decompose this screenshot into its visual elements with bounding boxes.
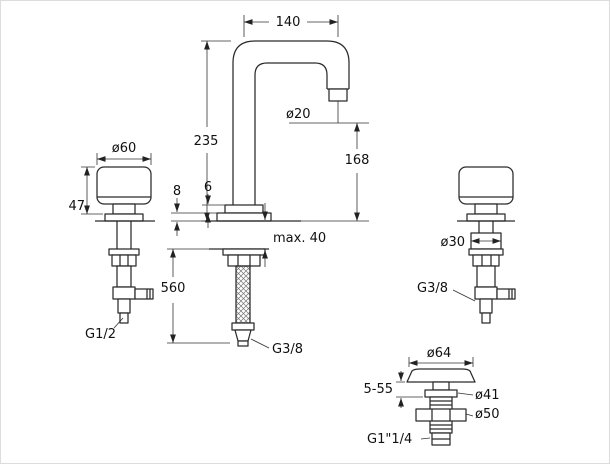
right-thread-label: G3/8	[417, 281, 448, 296]
right-valve-outlet-ridges	[508, 289, 513, 299]
hose-fitting-nut	[234, 329, 252, 342]
spout-collar	[224, 204, 264, 214]
drain-flange	[424, 389, 458, 398]
left-thread-leader	[113, 317, 124, 329]
right-thread-leader	[452, 289, 476, 302]
right-valve-flange	[466, 213, 506, 222]
right-valve-locknut-facets	[481, 255, 492, 266]
left-handle-diameter-label: ø60	[112, 141, 137, 156]
left-valve-shank	[116, 221, 132, 249]
collar-height-label: 6	[204, 180, 212, 195]
right-valve-drawing	[457, 166, 516, 324]
drain-range-label: 5-55	[363, 382, 393, 397]
hose-length-label: 560	[161, 281, 186, 296]
spout-aerator	[328, 88, 348, 102]
base-height-label: 8	[173, 184, 181, 199]
spout-locknut	[227, 254, 261, 267]
drain-locknut-facets	[431, 409, 451, 421]
left-valve-washer	[108, 248, 140, 256]
drain-cap-diameter-label: ø64	[427, 346, 452, 361]
right-valve-tail	[481, 312, 491, 324]
left-valve-drawing	[95, 166, 155, 324]
right-valve-side-outlet	[496, 288, 516, 300]
right-valve-lower-body	[479, 298, 493, 314]
dim-outlet-height-label: 168	[345, 153, 370, 168]
right-valve-locknut	[472, 254, 500, 267]
left-valve-outlet-ridges	[146, 289, 151, 299]
left-valve-body	[116, 265, 132, 288]
spout-drawing	[167, 40, 369, 347]
drain-body-diameter-label: ø50	[475, 407, 500, 422]
left-handle-height-label: 47	[68, 199, 85, 214]
drain-neck-diameter-label: ø41	[475, 388, 500, 403]
drain-locknut	[415, 408, 467, 422]
hose-thread-leader	[250, 338, 270, 349]
left-valve-side-outlet	[134, 288, 154, 300]
spout-washer	[222, 248, 266, 256]
deck-thickness-label: max. 40	[273, 231, 326, 246]
hose-fitting-body	[231, 322, 255, 331]
left-handle-knob	[96, 166, 152, 205]
left-valve-coupling	[112, 286, 136, 300]
spout-locknut-facets	[237, 255, 251, 266]
dim-spout-width-label: 140	[276, 15, 301, 30]
left-thread-label: G1/2	[85, 327, 116, 342]
right-valve-neck	[478, 221, 494, 233]
drain-drawing	[406, 368, 476, 446]
drain-neck-leader	[457, 392, 474, 396]
drain-cap	[406, 368, 476, 383]
left-valve-tail	[119, 312, 129, 324]
flexible-hose	[235, 265, 251, 324]
left-handle-stem	[112, 203, 136, 215]
dim-555-extensions	[396, 381, 423, 398]
right-handle-stem	[474, 203, 498, 215]
drain-thread-leader	[420, 437, 431, 440]
spout-escutcheon	[216, 212, 272, 222]
dimension-annotations: 140 235 ø20 168 max. 40 8 6 560	[68, 15, 502, 447]
right-handle-knob	[458, 166, 514, 205]
dim-spout-height-label: 235	[194, 134, 219, 149]
drain-thread-lines	[430, 400, 452, 430]
dim-140-extensions	[243, 15, 339, 37]
drain-body-leader	[465, 413, 474, 417]
right-valve-body	[476, 265, 496, 288]
right-valve-coupling	[474, 286, 498, 300]
hose-fitting-tip	[237, 340, 249, 347]
right-valve-washer	[468, 248, 504, 256]
left-valve-locknut	[111, 254, 137, 267]
spout-outer-contour	[232, 40, 350, 205]
drain-thread-label: G1"1/4	[367, 432, 412, 447]
drain-stem	[432, 381, 450, 391]
left-valve-locknut-facets	[119, 255, 129, 266]
spout-inner-contour	[254, 62, 328, 205]
hose-thread-label: G3/8	[272, 342, 303, 357]
left-valve-lower-body	[117, 298, 131, 314]
left-valve-flange	[104, 213, 144, 222]
outlet-diameter-label: ø20	[286, 107, 311, 122]
right-body-diameter-label: ø30	[441, 235, 466, 250]
